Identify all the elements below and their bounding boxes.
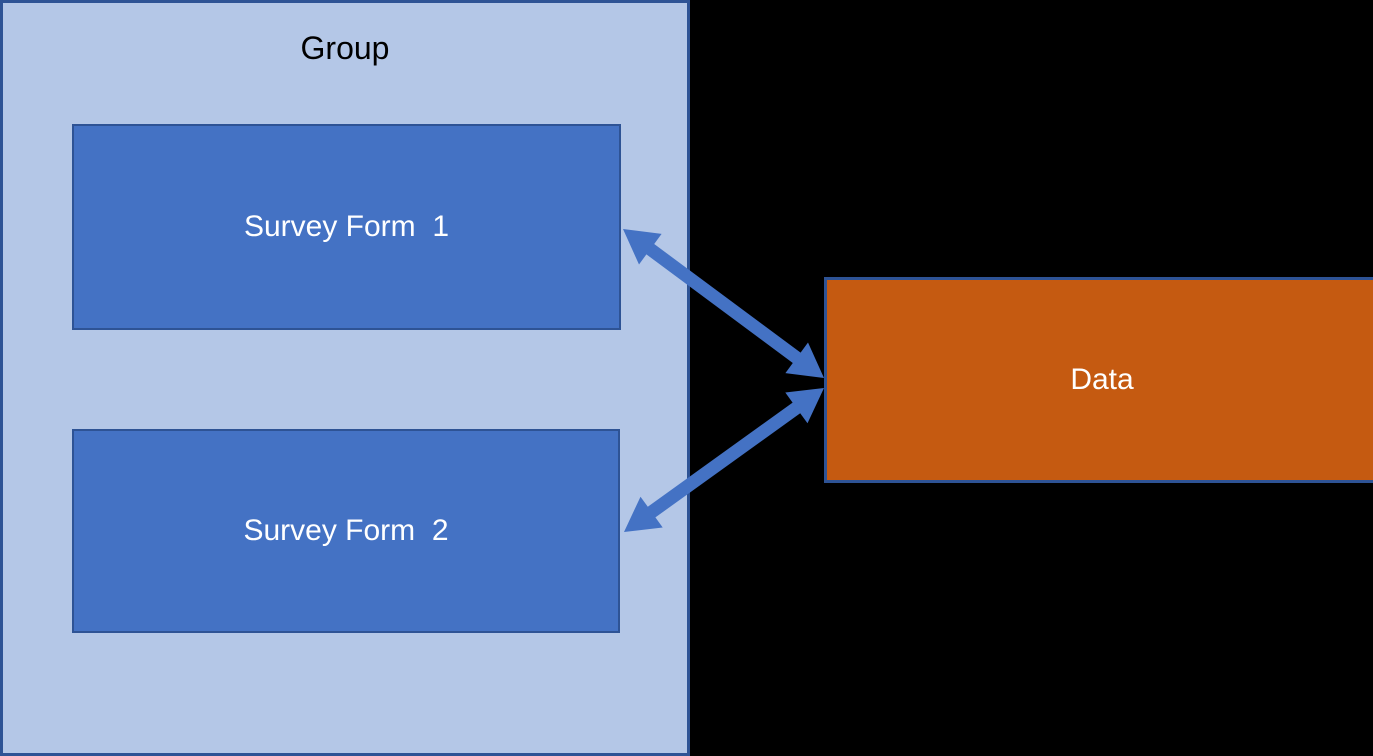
group-container: Group Survey Form 1 Survey Form 2 [0,0,690,756]
data-label: Data [1070,363,1134,396]
survey-form-2-box: Survey Form 2 [72,429,620,633]
survey-form-1-box: Survey Form 1 [72,124,621,330]
survey-form-2-label: Survey Form 2 [243,514,449,547]
group-label: Group [300,30,390,66]
data-box: Data [824,277,1373,483]
survey-form-1-label: Survey Form 1 [243,210,450,243]
